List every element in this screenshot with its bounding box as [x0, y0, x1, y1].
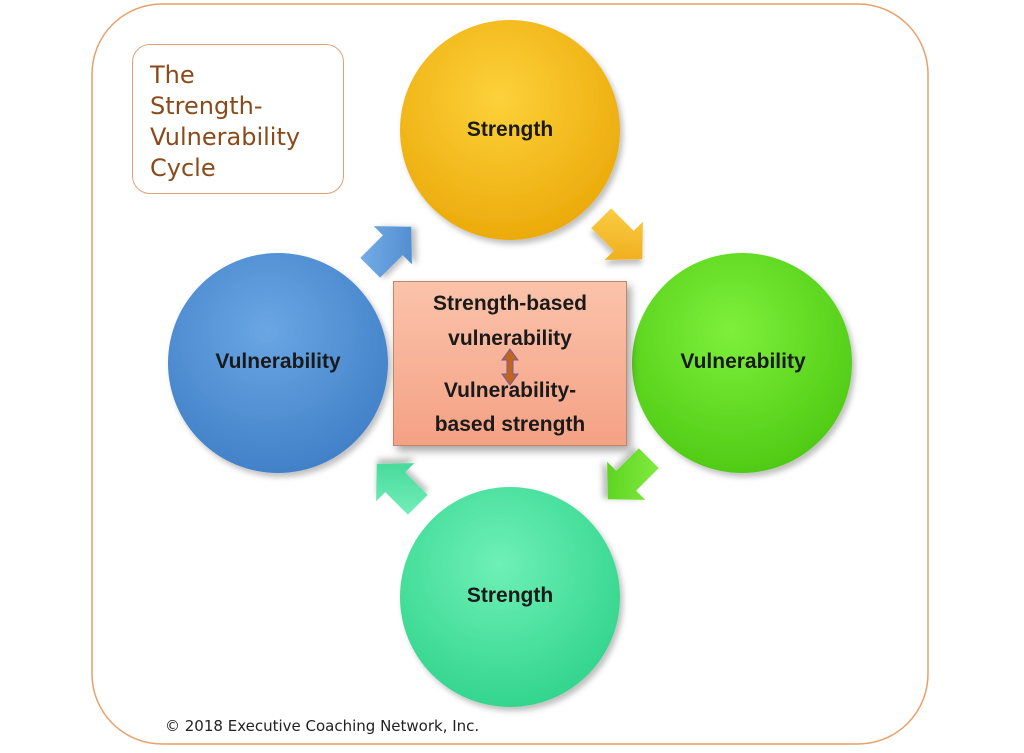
arrow-top-to-right — [591, 208, 643, 260]
title-box — [132, 44, 344, 194]
arrow-bottom-to-left — [376, 463, 428, 515]
center-line-2: vulnerability — [448, 327, 572, 350]
center-line-4: based strength — [434, 413, 586, 436]
node-label-left: Vulnerability — [215, 350, 341, 373]
node-circle-left-vulnerability — [168, 253, 388, 473]
node-label-right: Vulnerability — [680, 350, 806, 373]
node-label-top: Strength — [466, 118, 554, 141]
arrow-left-to-top — [360, 226, 412, 278]
arrow-right-to-bottom — [607, 448, 659, 500]
center-box: Strength-based vulnerability Vulnerabili… — [393, 281, 627, 446]
center-line-1: Strength-based — [432, 292, 587, 315]
center-line-3: Vulnerability- — [443, 379, 577, 402]
copyright-footer: © 2018 Executive Coaching Network, Inc. — [165, 717, 480, 735]
diagram-title: The Strength- Vulnerability Cycle — [150, 61, 301, 182]
node-circle-right-vulnerability — [632, 253, 852, 473]
node-circle-top-strength — [400, 20, 620, 240]
node-circle-bottom-strength — [400, 487, 620, 707]
outer-frame — [91, 3, 929, 745]
node-label-bottom: Strength — [466, 584, 554, 607]
double-arrow-icon — [501, 348, 519, 386]
